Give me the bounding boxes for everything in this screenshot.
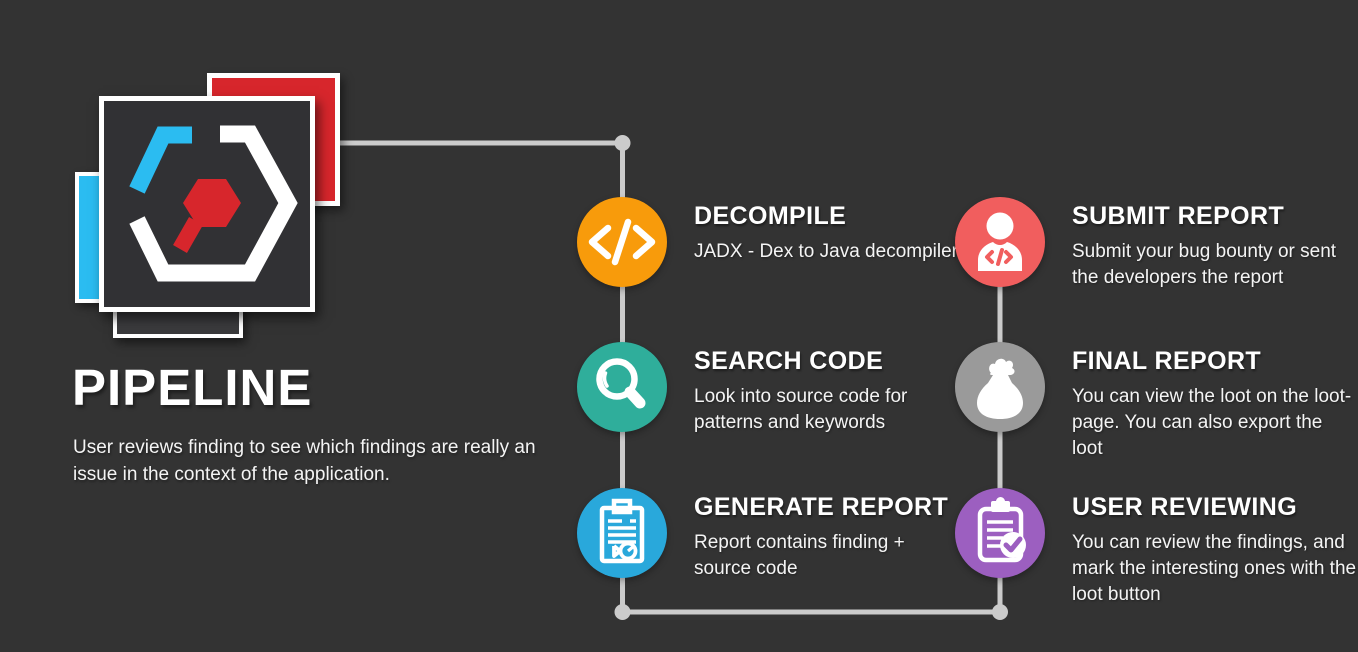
connector-dot [614, 604, 631, 620]
step-title: DECOMPILE [694, 202, 847, 230]
step-description: You can review the findings, and mark th… [1072, 532, 1357, 605]
submit-report-circle [955, 197, 1045, 287]
user-reviewing-circle [955, 488, 1045, 578]
step-decompile: DECOMPILE JADX - Dex to Java decompiler [577, 197, 976, 287]
step-description: Report contains finding + source code [694, 532, 905, 579]
money-bag-icon [977, 358, 1023, 419]
generate-report-circle [577, 488, 667, 578]
step-title: USER REVIEWING [1072, 493, 1298, 521]
step-description: Submit your bug bounty or sent the devel… [1072, 241, 1337, 288]
step-search-code: SEARCH CODE Look into source code for pa… [577, 342, 942, 436]
step-final-report: FINAL REPORT You can view the loot on th… [955, 342, 1356, 462]
connector-dot [992, 604, 1008, 620]
connector-dot [614, 135, 631, 151]
decompile-circle [577, 197, 667, 287]
step-description: Look into source code for patterns and k… [694, 386, 908, 433]
page-title: PIPELINE [72, 359, 313, 416]
step-title: SEARCH CODE [694, 347, 884, 375]
step-description: You can view the loot on the loot-page. … [1072, 386, 1352, 459]
step-user-reviewing: USER REVIEWING You can review the findin… [955, 488, 1358, 608]
search-code-circle [577, 342, 667, 432]
step-description: JADX - Dex to Java decompiler [694, 241, 958, 262]
clipboard-check-icon [977, 497, 1026, 563]
report-document-icon [599, 498, 645, 564]
step-title: GENERATE REPORT [694, 493, 949, 521]
step-title: FINAL REPORT [1072, 347, 1262, 375]
developer-person-icon [978, 212, 1022, 271]
final-report-circle [955, 342, 1045, 432]
step-title: SUBMIT REPORT [1072, 202, 1285, 230]
logo-main-square [99, 96, 315, 312]
code-icon [588, 218, 656, 266]
step-generate-report: GENERATE REPORT Report contains finding … [577, 488, 948, 582]
page-subtitle: User reviews finding to see which findin… [73, 437, 536, 485]
step-submit-report: SUBMIT REPORT Submit your bug bounty or … [955, 197, 1358, 291]
hexagon-code-logo-icon [129, 125, 298, 282]
magnifier-icon [596, 358, 646, 409]
